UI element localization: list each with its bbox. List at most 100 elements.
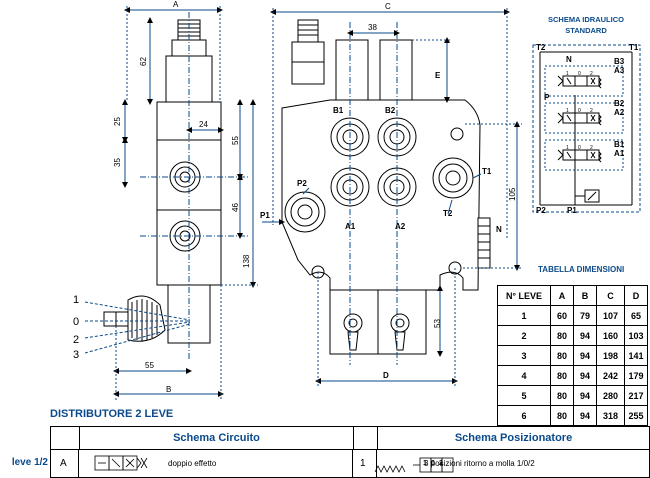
scheme-B3: B3 [614,57,625,66]
port-A2: A2 [395,222,406,231]
dim-55-bottom-label: 55 [145,361,154,370]
cell: 94 [573,405,597,426]
lever-pos-1: 1 [73,294,79,306]
cell: 65 [624,305,648,326]
scheme-T1: T1 [629,43,639,52]
cell: 79 [573,305,597,326]
cell: 94 [573,365,597,386]
bottom-table-title: DISTRIBUTORE 2 LEVE [50,408,174,420]
row-label: leve 1/2 [11,457,48,468]
dimension-table: N° LEVE A B C D 1 60 79 107 65 2 80 94 1… [497,285,648,426]
dim-105-label: 105 [508,187,517,201]
cell: 94 [573,345,597,366]
port-B1: B1 [333,106,344,115]
dim-46-label: 46 [231,203,240,212]
header-positioner: Schema Posizionatore [454,432,573,444]
cell: 6 [497,405,551,426]
dim-55-right-label: 55 [231,136,240,145]
cell: 3 [497,345,551,366]
cell: 255 [624,405,648,426]
cell: 80 [550,405,574,426]
bottom-table-header: Schema Circuito Schema Posizionatore [50,426,650,450]
cell: 80 [550,385,574,406]
scheme-P1: P1 [567,206,577,215]
cell: 80 [550,345,574,366]
cell: 217 [624,385,648,406]
table-row: 2 80 94 160 103 [497,325,648,346]
positioner-symbol [374,457,454,473]
front-view [262,8,522,386]
cell: 179 [624,365,648,386]
dim-header-c: C [596,285,625,306]
table-row: 5 80 94 280 217 [497,385,648,406]
cell: 60 [550,305,574,326]
port-T2: T2 [443,209,453,218]
dim-E-label: E [435,71,441,80]
lever-pos-2: 2 [73,334,79,346]
cell: 1 [497,305,551,326]
port-B2: B2 [385,106,396,115]
port-A1: A1 [345,222,356,231]
port-P1: P1 [260,211,270,220]
scheme-A3: A3 [614,66,625,75]
positioner-mark-1: 1 [423,460,427,467]
table-row: 4 80 94 242 179 [497,365,648,386]
cell: 160 [596,325,625,346]
circuit-code: A [60,458,67,469]
table-row: 1 60 79 107 65 [497,305,648,326]
header-circuit-cell: Schema Circuito [79,427,353,449]
circuit-symbol [94,455,148,471]
hydraulic-scheme [532,44,641,213]
spool1-mark-0: 0 [578,145,581,151]
port-P2: P2 [297,179,307,188]
scheme-P2: P2 [536,206,546,215]
cell: 5 [497,385,551,406]
port-T1: T1 [482,167,492,176]
dim-38-label: 38 [368,23,377,32]
dim-25-label: 25 [113,117,122,126]
row-divider-2 [352,450,353,478]
cell: 107 [596,305,625,326]
lever-pos-0: 0 [73,316,79,328]
table-row: 6 80 94 318 255 [497,405,648,426]
cell: 280 [596,385,625,406]
dim-header-b: B [573,285,597,306]
cell: 198 [596,345,625,366]
header-circuit: Schema Circuito [173,432,260,444]
row-divider-3 [376,450,377,478]
positioner-mark-2: 2 [439,460,443,467]
spool3-mark-2: 2 [590,71,593,77]
scheme-B2: B2 [614,99,625,108]
scheme-T2: T2 [536,43,546,52]
dim-138-label: 138 [242,254,251,268]
positioner-code: 1 [360,458,366,469]
bottom-table-row: leve 1/2 A doppio effetto 1 3 posizioni … [12,450,650,478]
front-view-labels: C 38 E 105 53 D B1 B2 P2 P1 A1 A2 T1 T2 … [260,2,517,380]
spool1-mark-1: 1 [566,145,569,151]
scheme-A2: A2 [614,108,625,117]
cell: 318 [596,405,625,426]
positioner-desc: 3 posizioni ritorno a molla 1/0/2 [424,459,535,468]
cell: 94 [573,325,597,346]
hydraulic-scheme-labels: SCHEMA IDRAULICO STANDARD T2 T1 N B3 A3 … [536,15,639,215]
dim-24-label: 24 [199,120,208,129]
scheme-A1: A1 [614,149,625,158]
spool3-mark-0: 0 [578,71,581,77]
spool1-mark-2: 2 [590,145,593,151]
scheme-title-2: STANDARD [565,26,607,35]
cell: 80 [550,365,574,386]
cell: 2 [497,325,551,346]
cell: 94 [573,385,597,406]
row-divider-1 [78,450,79,478]
dim-header-nleve: N° LEVE [497,285,551,306]
dim-B-label: B [166,385,171,394]
positioner-mark-0: 0 [431,460,435,467]
dim-D-label: D [383,371,389,380]
scheme-title-1: SCHEMA IDRAULICO [548,15,624,24]
dim-35-label: 35 [113,158,122,167]
dim-62-label: 62 [139,57,148,66]
scheme-P: P [544,93,550,102]
side-view [84,6,258,400]
header-positioner-cell: Schema Posizionatore [377,427,649,449]
